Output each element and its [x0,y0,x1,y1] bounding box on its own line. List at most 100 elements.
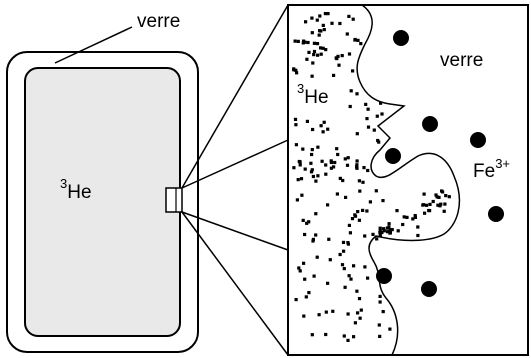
helium-atom [444,194,448,198]
helium-atom [304,20,308,24]
helium-atom [349,277,353,281]
helium-atom [431,199,435,204]
cell-gas-label-base: He [67,182,91,203]
iron-ion [422,116,438,132]
helium-atom [312,49,317,54]
helium-atom [310,148,314,152]
helium-atom [336,152,340,157]
helium-atom [294,123,298,127]
helium-atom [316,145,320,149]
helium-atom [377,140,381,144]
helium-atom [299,177,304,181]
cell-gas-label: 3He [60,176,92,203]
helium-atom [316,174,320,178]
helium-atom [378,226,382,230]
helium-atom [411,217,415,221]
helium-atom [342,334,346,338]
helium-atom [306,40,310,45]
helium-atom [361,180,365,184]
helium-atom [375,114,379,118]
helium-atom [324,172,328,176]
helium-atom [356,311,360,315]
cell-gas-label-sup: 3 [60,176,67,191]
helium-atom [315,42,320,46]
helium-atom [324,332,328,337]
helium-atom [428,209,432,213]
helium-atom [357,297,362,301]
helium-atom [381,227,386,231]
helium-atom [317,313,321,317]
helium-atom [378,294,382,298]
helium-atom [319,46,323,50]
helium-atom [416,225,420,229]
helium-atom [387,222,391,226]
zoom-ion-label-base: Fe [473,161,495,182]
zoom-glass-label: verre [440,50,483,71]
helium-atom [372,128,376,132]
zoom-source-box [165,187,183,213]
helium-atom [359,42,363,46]
helium-atom [368,200,372,204]
zoom-gas-label-sup: 3 [297,81,304,96]
helium-atom [364,102,368,106]
helium-atom [359,308,363,312]
glass-surface-boundary [356,4,461,356]
helium-atom [335,192,339,196]
helium-atom [378,300,382,304]
helium-atom [423,211,427,215]
helium-atom [378,334,382,338]
helium-atom [300,193,304,197]
helium-atom [332,165,336,169]
helium-atom [352,264,356,268]
helium-atom [322,28,326,32]
helium-atom [379,101,383,105]
helium-atom [316,53,320,57]
helium-atom [318,14,322,18]
helium-atom [301,41,305,45]
helium-atom [340,54,344,58]
helium-atom [413,215,417,219]
helium-atom [329,159,333,163]
helium-atom [442,209,446,213]
helium-atom [310,74,314,78]
helium-atom [338,176,342,180]
helium-atom [437,195,441,199]
iron-ion [393,30,409,46]
helium-atom [329,166,333,170]
helium-atom [337,63,341,67]
helium-atom [298,269,302,273]
helium-atom [366,125,371,129]
helium-atom [314,179,318,183]
helium-atom [307,291,311,295]
helium-atom [292,68,296,72]
helium-atom [381,199,385,203]
iron-ion [385,148,401,164]
helium-atom [422,192,426,196]
helium-atom [303,232,307,237]
helium-atom [355,163,359,167]
helium-atom [351,17,355,21]
helium-atom [327,237,331,241]
helium-atom [371,232,375,236]
helium-atom [298,160,302,164]
helium-atom [311,127,315,132]
helium-atom [294,68,298,72]
helium-atom [326,127,330,131]
zoom-gas-label: 3He [297,81,329,108]
helium-atom [413,214,417,218]
helium-atom [294,143,298,147]
helium-atom [305,221,309,225]
helium-atom [311,239,315,243]
helium-atom [315,18,319,22]
helium-atom [304,295,308,299]
helium-atom [310,168,314,172]
helium-atom [326,281,330,285]
helium-atom [402,215,406,219]
helium-atom [355,166,359,170]
helium-atom [346,156,350,160]
helium-atom [320,159,324,163]
helium-atom [396,229,400,233]
helium-atom [366,276,370,280]
helium-atom [332,73,336,77]
helium-atom [347,52,352,56]
